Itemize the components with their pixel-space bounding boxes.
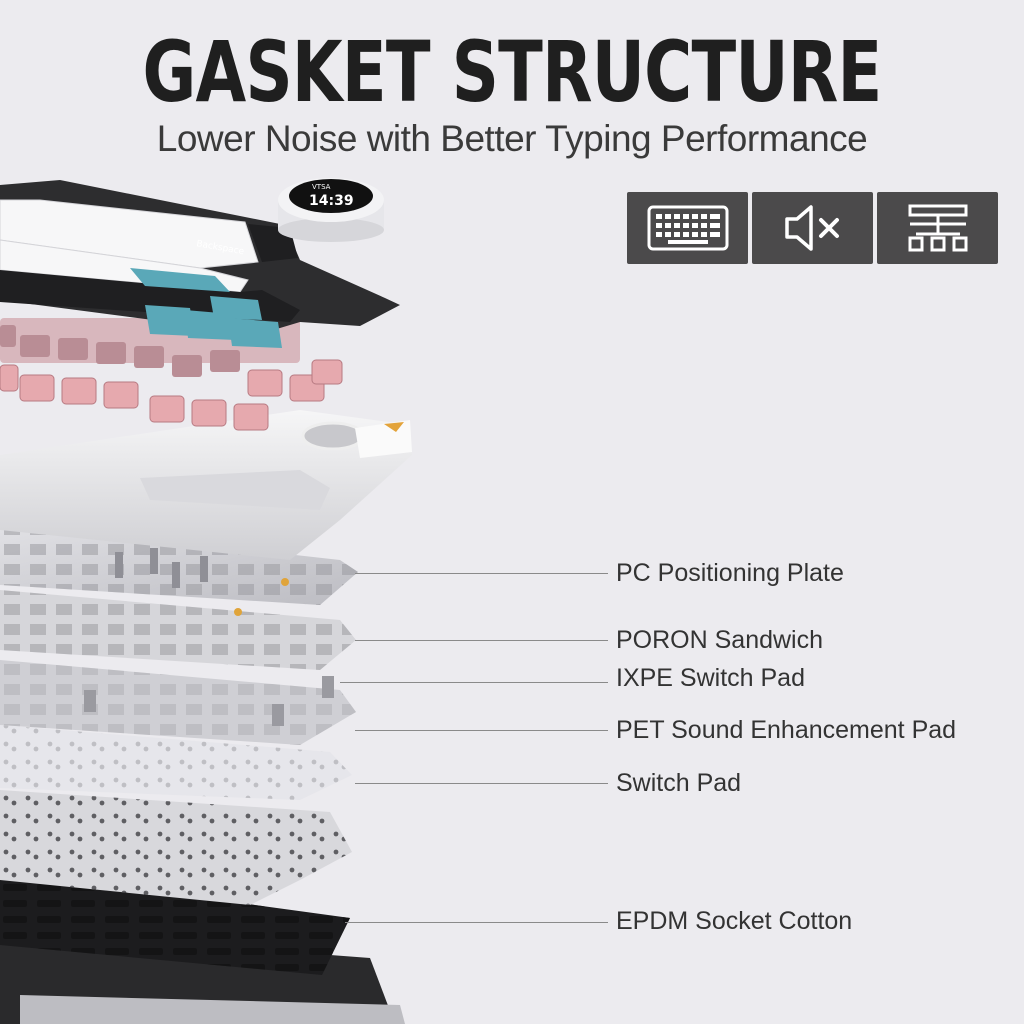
- leader-line-poron: [355, 640, 608, 641]
- keycap-set: VTSA 14:39 Backspace: [0, 178, 400, 431]
- layer-label-switch-pad: Switch Pad: [616, 769, 742, 797]
- pc-positioning-plate-layer: [0, 522, 358, 616]
- layer-label-ixpe-switch-pad: IXPE Switch Pad: [616, 664, 805, 692]
- leader-line-ixpe: [340, 682, 608, 683]
- layer-label-epdm-socket-cotton: EPDM Socket Cotton: [616, 907, 853, 935]
- poron-sandwich-layer: [0, 590, 356, 670]
- layers-structure-icon: [877, 192, 998, 264]
- knob-brand-text: VTSA: [312, 183, 331, 191]
- pet-pad-layer: [0, 725, 352, 800]
- feature-icon-row: [627, 192, 998, 264]
- layer-label-poron-sandwich: PORON Sandwich: [616, 626, 824, 654]
- leader-line-epdm: [345, 922, 608, 923]
- leader-line-switch-pad: [355, 783, 608, 784]
- keyboard-icon: [627, 192, 748, 264]
- case-frame: [0, 410, 412, 560]
- switch-pad-layer: [0, 790, 352, 905]
- page-subtitle: Lower Noise with Better Typing Performan…: [156, 118, 868, 159]
- epdm-socket-cotton-layer: [0, 870, 350, 975]
- layer-label-pc-positioning-plate: PC Positioning Plate: [616, 559, 844, 587]
- ixpe-pad-layer: [0, 660, 356, 745]
- layer-label-pet-sound-enhancement-pad: PET Sound Enhancement Pad: [616, 716, 957, 744]
- knob-time-text: 14:39: [309, 193, 354, 209]
- page-title: GASKET STRUCTURE: [142, 23, 883, 121]
- leader-line-pc-plate: [355, 573, 608, 574]
- volume-knob-display: VTSA 14:39: [278, 178, 384, 242]
- mute-icon: [752, 192, 873, 264]
- leader-line-pet: [355, 730, 608, 731]
